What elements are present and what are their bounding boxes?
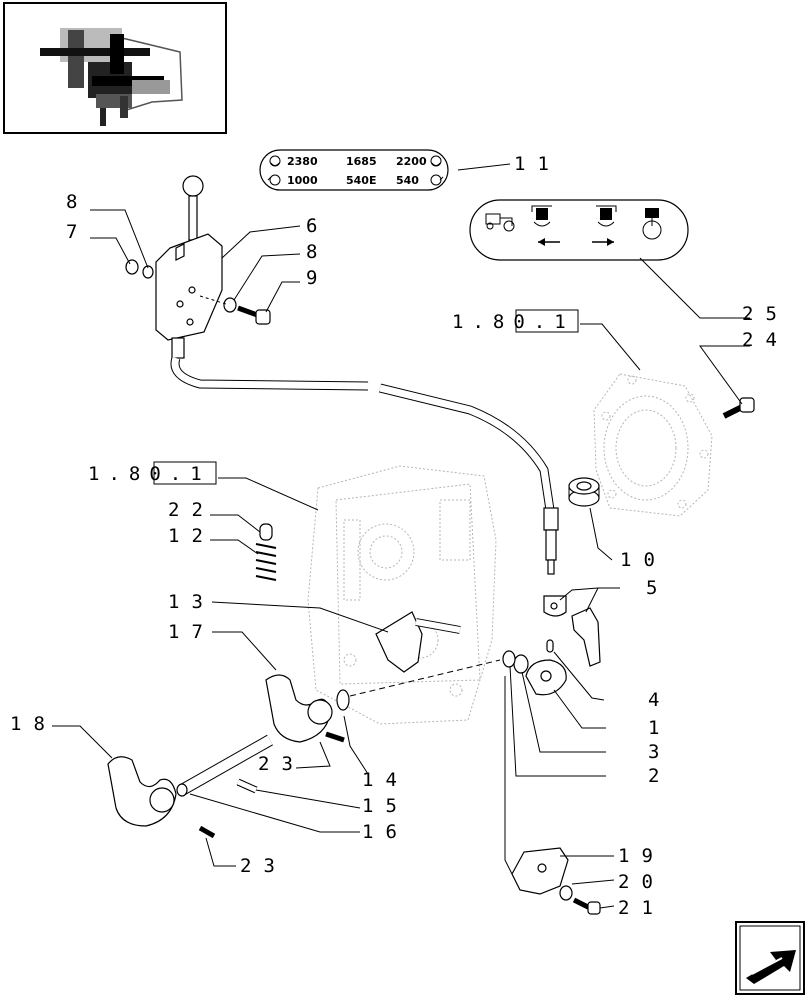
callout-3: 3	[648, 741, 659, 763]
detent-plug-22	[259, 523, 273, 541]
callout-10: 10	[620, 549, 667, 571]
roll-pin-15	[236, 778, 258, 794]
callout-20: 20	[618, 871, 665, 893]
speed-plate-icon-bottom-left	[267, 174, 281, 186]
roll-pin-23-lower	[198, 825, 216, 839]
arrow-left-icon	[538, 238, 560, 246]
arrow-right-icon	[592, 238, 614, 246]
callout-23-upper: 23	[258, 753, 305, 775]
callout-5: 5	[646, 577, 657, 599]
callout-2: 2	[648, 765, 659, 787]
pin-4	[546, 639, 554, 653]
callout-25: 25	[742, 303, 789, 325]
cross-reference-right[interactable]: 1.80.1	[452, 309, 579, 333]
washer-8-right	[223, 297, 237, 313]
shift-fork-18	[107, 756, 177, 827]
callout-18: 18	[10, 713, 57, 735]
grommet-10	[568, 477, 600, 507]
callout-21: 21	[618, 897, 665, 919]
callout-9: 9	[306, 267, 317, 289]
fork-rod-16	[176, 734, 273, 797]
shift-lever-5	[571, 607, 601, 667]
gearbox-housing-ghost	[307, 465, 497, 725]
washer-7	[125, 259, 139, 275]
callout-22: 22	[168, 499, 215, 521]
bolt-21	[572, 897, 601, 915]
seal-2	[502, 650, 516, 668]
cross-reference-left[interactable]: 1.80.1	[88, 461, 217, 485]
bracket-19	[511, 847, 569, 895]
tractor-icon	[485, 213, 515, 232]
roll-pin-23-upper	[325, 731, 345, 743]
callout-15: 15	[362, 795, 409, 817]
direction-symbol-decal	[469, 199, 689, 261]
callout-11: 11	[514, 153, 561, 175]
callout-23-lower: 23	[240, 855, 287, 877]
housing-ref-left: 1.80.1	[88, 463, 211, 485]
speed-plate-icon-bottom-right	[430, 174, 444, 186]
callout-4: 4	[648, 689, 659, 711]
speed-bottom-1: 1000	[287, 174, 318, 187]
speed-bottom-2: 540E	[346, 174, 376, 187]
callout-14: 14	[362, 769, 409, 791]
pto-speed-plate: 2380 1685 2200 1000 540E 540	[259, 149, 449, 191]
callout-13: 13	[168, 591, 215, 613]
callout-6: 6	[306, 215, 317, 237]
speed-bottom-3: 540	[396, 174, 419, 187]
callout-12: 12	[168, 525, 215, 547]
shaft-engage-icon-left	[531, 205, 552, 227]
next-page-button[interactable]	[735, 921, 805, 995]
callout-8-right: 8	[306, 241, 317, 263]
spacer-14	[336, 689, 350, 711]
control-cable	[170, 356, 559, 575]
rear-cover-ghost	[593, 373, 713, 517]
overview-thumbnail[interactable]	[3, 2, 227, 134]
selector-lever-13	[375, 611, 461, 673]
shaft-engage-icon-right	[596, 205, 617, 227]
pto-lever-icon	[642, 208, 662, 240]
speed-plate-icon-top-left	[269, 155, 281, 167]
cable-clevis-5	[543, 595, 567, 617]
bolt-24	[722, 397, 755, 419]
speed-top-1: 2380	[287, 155, 318, 168]
callout-1: 1	[648, 717, 659, 739]
leader-lines	[52, 163, 750, 909]
flange-1	[525, 659, 567, 696]
callout-24: 24	[742, 329, 789, 351]
callout-16: 16	[362, 821, 409, 843]
washer-20	[559, 885, 573, 901]
callout-labels: 8 7 6 8 9 11 25 24 10 5 4 1 3 2 22 12 13…	[10, 153, 789, 919]
washer-8-left	[142, 265, 154, 279]
spring-12	[255, 543, 277, 581]
speed-top-3: 2200	[396, 155, 427, 168]
bolt-9	[237, 305, 271, 325]
o-ring-3	[513, 654, 529, 674]
speed-top-2: 1685	[346, 155, 377, 168]
callout-19: 19	[618, 845, 665, 867]
callout-8-left: 8	[66, 191, 77, 213]
control-lever-assembly	[155, 175, 223, 359]
next-page-arrow-icon	[746, 950, 796, 984]
callout-7: 7	[66, 221, 77, 243]
shift-fork-17	[265, 674, 333, 743]
housing-ref-right: 1.80.1	[452, 311, 575, 333]
callout-17: 17	[168, 621, 215, 643]
speed-plate-icon-top-right	[430, 155, 442, 167]
